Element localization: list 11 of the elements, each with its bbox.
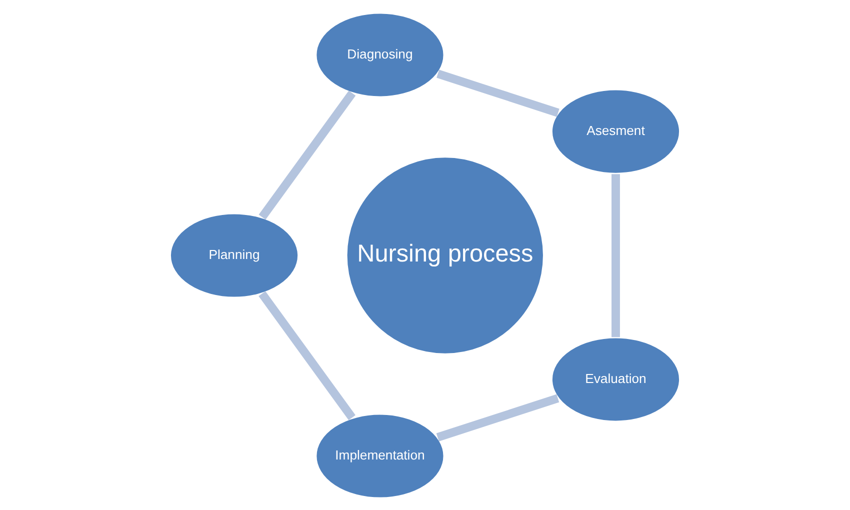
node-ellipse: Diagnosing <box>314 11 446 98</box>
connector <box>612 174 620 337</box>
connector <box>436 394 560 441</box>
node-ellipse: Evaluation <box>550 336 681 422</box>
node-ellipse: Asesment <box>550 88 681 174</box>
node-ellipse: Implementation <box>314 412 446 499</box>
connector <box>258 90 356 220</box>
connector <box>258 290 356 420</box>
connector <box>436 69 560 116</box>
node-ellipse: Planning <box>169 212 300 298</box>
node-circle: Nursing process <box>345 155 545 355</box>
